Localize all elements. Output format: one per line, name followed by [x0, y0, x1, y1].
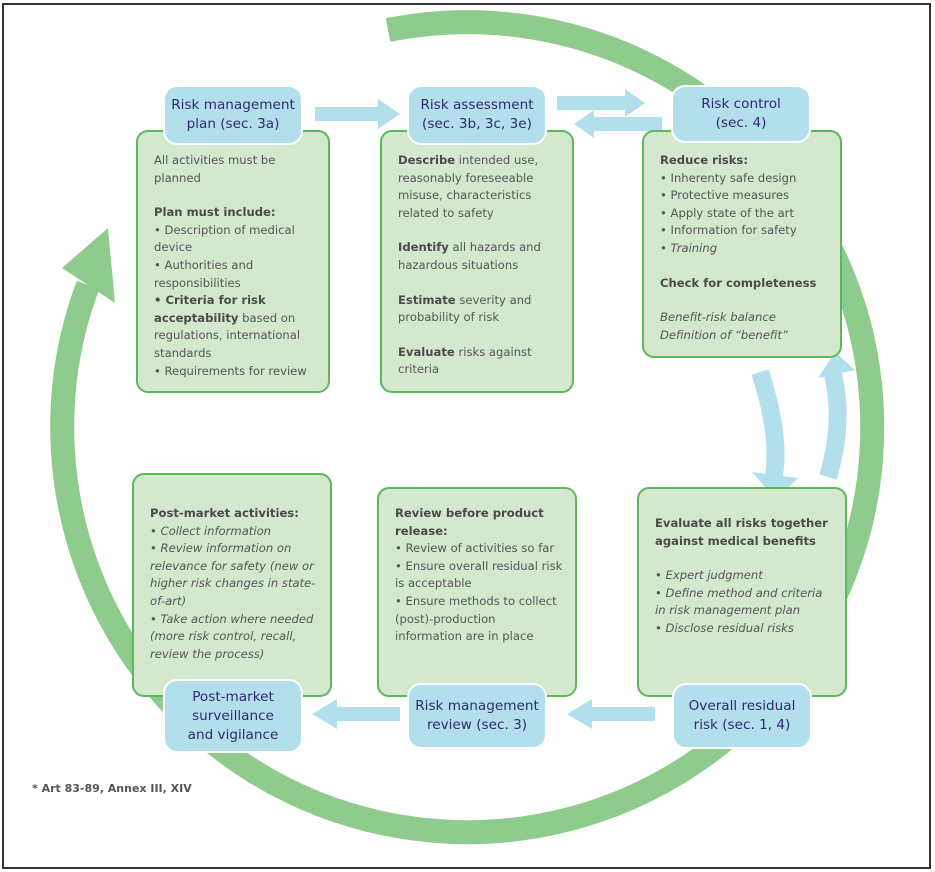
pill-line: Post-market: [192, 688, 274, 705]
cycle-arrowhead-icon: [62, 228, 115, 303]
residual-item: • Define method and criteria in risk man…: [655, 585, 823, 618]
plan-heading: Plan must include:: [154, 205, 276, 220]
pill-line: risk (sec. 1, 4): [693, 717, 791, 733]
card-overall-residual-risk: Evaluate all risks together against medi…: [637, 487, 847, 697]
card-risk-control: Reduce risks: • Inherenty safe design • …: [642, 130, 842, 358]
control-note: Benefit-risk balance: [660, 310, 776, 325]
assessment-block: Identify all hazards and hazardous situa…: [398, 239, 562, 274]
postmarket-item: • Collect information: [150, 523, 272, 538]
control-note: Definition of “benefit”: [660, 327, 788, 342]
arrow-residual-to-control-icon: [819, 367, 847, 480]
control-item-training: • Training: [660, 240, 718, 255]
pill-line: review (sec. 3): [426, 717, 528, 733]
review-item: • Ensure methods to collect (post)-produ…: [395, 593, 557, 644]
assessment-text: intended use, reasonably foreseeable mis…: [398, 153, 539, 220]
arrow-control-to-assessment-icon: [574, 110, 662, 138]
control-item: • Apply state of the art: [660, 205, 794, 220]
stage-title-risk-management-plan: Risk management plan (sec. 3a): [163, 85, 303, 145]
stage-title-risk-assessment: Risk assessment (sec. 3b, 3c, 3e): [407, 85, 547, 145]
pill-line: Risk assessment: [420, 97, 534, 113]
stage-title-post-market-surveillance: Post-market surveillance and vigilance: [163, 679, 303, 753]
pill-line: Risk management: [171, 97, 295, 113]
pill-line: Overall residual: [688, 698, 796, 714]
plan-criteria-bold: • Criteria for risk acceptability: [154, 293, 266, 325]
arrow-review-to-postmarket-icon: [312, 699, 400, 729]
plan-item-criteria: • Criteria for risk acceptability based …: [154, 292, 318, 362]
control-item: • Inherenty safe design: [660, 170, 797, 185]
arrow-plan-to-assessment-icon: [315, 99, 400, 129]
plan-item: • Description of medical device: [154, 222, 295, 255]
review-item: • Ensure overall residual risk is accept…: [395, 558, 563, 591]
plan-item: • Authorities and responsibilities: [154, 257, 254, 290]
stage-title-overall-residual-risk: Overall residual risk (sec. 1, 4): [672, 683, 812, 749]
review-item: • Review of activities so far: [395, 541, 555, 556]
assessment-block: Evaluate risks against criteria: [398, 344, 562, 379]
postmarket-item: • Take action where needed (more risk co…: [150, 611, 314, 661]
card-risk-management-review: Review before product release: • Review …: [377, 487, 577, 697]
arrow-residual-to-review-icon: [567, 699, 655, 729]
card-risk-management-plan: All activities must be planned Plan must…: [136, 130, 330, 393]
arrowhead-up-icon: [818, 352, 855, 378]
pill-line: Risk control: [701, 96, 781, 112]
assessment-text: risks against criteria: [398, 344, 532, 377]
stage-title-risk-control: Risk control (sec. 4): [671, 85, 811, 143]
control-check: Check for completeness: [660, 275, 817, 290]
assessment-text: severity and probability of risk: [398, 292, 532, 325]
pill-line: Risk management: [415, 698, 539, 714]
residual-heading: Evaluate all risks together against medi…: [655, 516, 828, 548]
plan-criteria-rest: based on regulations, international stan…: [154, 310, 301, 360]
pill-line: (sec. 4): [715, 115, 767, 131]
assessment-verb: Estimate: [398, 292, 456, 307]
assessment-block: Describe intended use, reasonably forese…: [398, 152, 562, 222]
card-risk-assessment: Describe intended use, reasonably forese…: [380, 130, 574, 393]
pill-line: surveillance: [192, 707, 274, 724]
plan-intro: All activities must be planned: [154, 153, 276, 185]
postmarket-item: • Review information on relevance for sa…: [150, 541, 316, 608]
assessment-verb: Evaluate: [398, 344, 455, 359]
assessment-text: all hazards and hazardous situations: [398, 240, 541, 272]
pill-line: plan (sec. 3a): [186, 116, 280, 132]
postmarket-heading: Post-market activities:: [150, 506, 299, 520]
stage-title-risk-management-review: Risk management review (sec. 3): [407, 683, 547, 749]
review-heading: Review before product release:: [395, 506, 544, 538]
plan-item: • Requirements for review: [154, 363, 307, 378]
pill-line: and vigilance: [187, 726, 279, 743]
footnote: * Art 83-89, Annex III, XIV: [32, 782, 192, 795]
arrow-control-to-residual-icon: [751, 369, 785, 482]
card-post-market: Post-market activities: • Collect inform…: [132, 473, 332, 697]
arrowhead-down-icon: [752, 472, 798, 500]
control-item: • Protective measures: [660, 188, 790, 203]
control-heading: Reduce risks:: [660, 153, 748, 167]
assessment-verb: Describe: [398, 153, 456, 167]
pill-line: (sec. 3b, 3c, 3e): [422, 116, 532, 132]
arrow-assessment-to-control-icon: [557, 89, 645, 117]
assessment-block: Estimate severity and probability of ris…: [398, 292, 562, 327]
assessment-verb: Identify: [398, 240, 449, 255]
control-item: • Information for safety: [660, 223, 797, 238]
residual-item: • Disclose residual risks: [655, 620, 794, 635]
residual-item: • Expert judgment: [655, 568, 763, 583]
